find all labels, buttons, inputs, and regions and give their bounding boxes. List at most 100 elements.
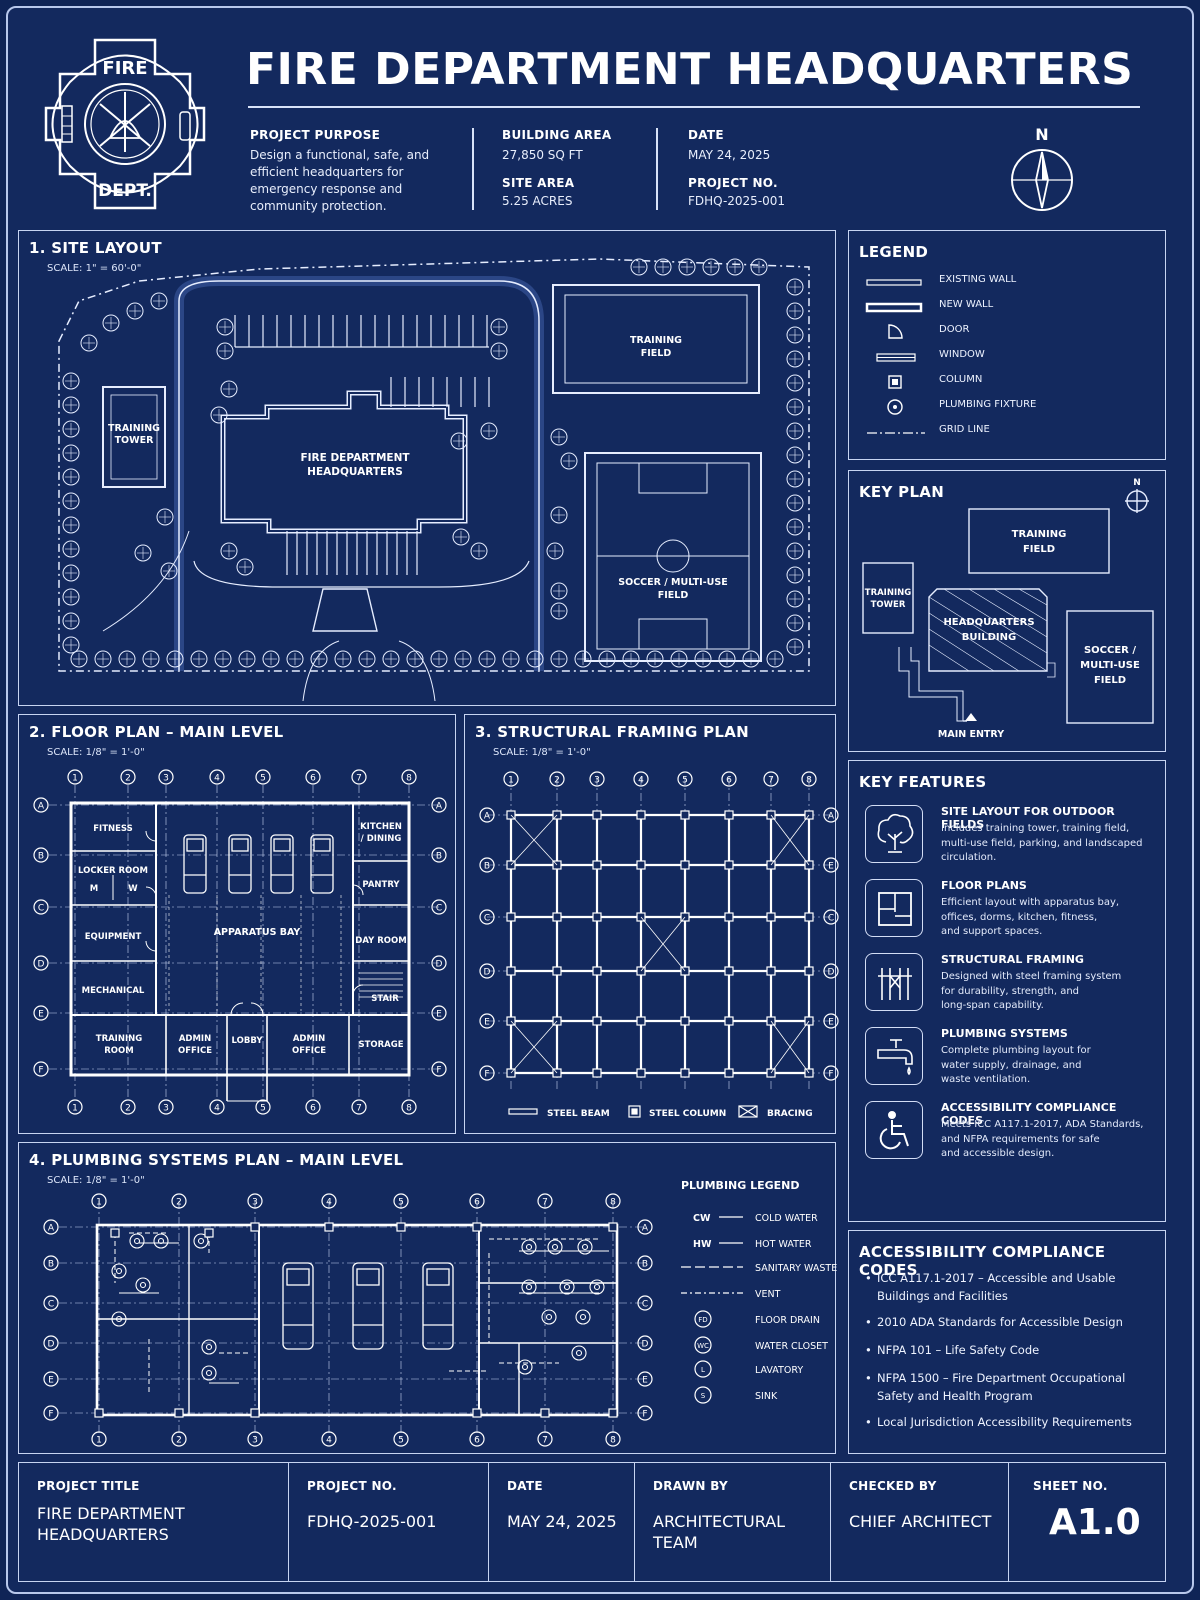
site-soccer-label: FIELD: [658, 590, 689, 601]
key-training-field-label: TRAINING: [1012, 529, 1067, 540]
tree-icon: [550, 506, 568, 524]
room-fitness: FITNESS: [93, 824, 133, 834]
tree-icon: [210, 406, 228, 424]
purpose-block: PROJECT PURPOSE Design a functional, saf…: [250, 128, 460, 215]
steel-column: [636, 860, 646, 870]
plumbing-fixture-icon: [139, 1281, 147, 1289]
struct-legend-column: STEEL COLUMN: [649, 1109, 726, 1119]
tree-icon: [786, 278, 804, 296]
grid-bubble-row: [823, 909, 839, 925]
plumbing-legend-symbol: CW: [693, 1213, 711, 1224]
grid-bubble-row: [823, 1013, 839, 1029]
plumbing-fixture-icon: [694, 1386, 712, 1404]
grid-bubble-row: [33, 1061, 49, 1077]
column-icon: [540, 1408, 550, 1418]
grid-bubble-col: [401, 769, 417, 785]
room-day-room: DAY ROOM: [355, 936, 406, 946]
plumbing-fixture-icon: [135, 1277, 151, 1293]
structural-plan-scale: SCALE: 1/8" = 1'-0": [493, 747, 591, 758]
grid-bubble-row: [479, 1065, 495, 1081]
grid-bubble-row-label: E: [484, 1018, 490, 1028]
grid-bubble-col: [393, 1431, 409, 1447]
grid-bubble-col: [605, 1431, 621, 1447]
feature-line: Meets ICC A117.1-2017, ADA Standards,: [941, 1119, 1144, 1130]
tree-icon: [220, 542, 238, 560]
room-admin-office-2: OFFICE: [292, 1046, 326, 1056]
plumbing-fixture-icon: [521, 1239, 537, 1255]
plumbing-fixture-icon: [197, 1237, 205, 1245]
feature-title: FLOOR PLANS: [941, 879, 1027, 892]
wheelchair-icon: [879, 1111, 909, 1150]
grid-bubble-col: [589, 771, 605, 787]
struct-legend-bracing: BRACING: [767, 1109, 813, 1119]
room-mechanical: MECHANICAL: [82, 986, 145, 996]
steel-column: [592, 1068, 602, 1078]
title-underline: [248, 106, 1140, 108]
grid-bubble-row: [479, 963, 495, 979]
plumbing-fixture-icon: [115, 1267, 123, 1275]
room-locker: LOCKER ROOM: [78, 866, 148, 876]
tree-icon: [786, 542, 804, 560]
tree-icon: [526, 650, 544, 668]
title-block: PROJECT TITLE FIRE DEPARTMENT HEADQUARTE…: [18, 1462, 1166, 1582]
tree-icon: [156, 508, 174, 526]
key-soccer-label: SOCCER /: [1084, 645, 1136, 656]
grid-bubble-row-label: F: [38, 1066, 43, 1076]
purpose-line: community protection.: [250, 199, 387, 213]
tree-icon: [190, 650, 208, 668]
tree-icon: [694, 650, 712, 668]
tb-checked-label: CHECKED BY: [849, 1479, 937, 1493]
plumbing-legend-label: SANITARY WASTE: [755, 1263, 837, 1274]
grid-bubble-col: [158, 769, 174, 785]
grid-bubble-row: [479, 909, 495, 925]
grid-bubble-col: [247, 1193, 263, 1209]
grid-bubble-row: [33, 955, 49, 971]
tree-icon: [478, 650, 496, 668]
grid-bubble-row: [43, 1255, 59, 1271]
area-block: BUILDING AREA 27,850 SQ FT SITE AREA 5.2…: [502, 128, 652, 210]
plumbing-legend-symbol: HW: [693, 1239, 712, 1250]
tree-icon: [546, 542, 564, 560]
grid-bubble-row: [431, 1061, 447, 1077]
grid-bubble-row: [431, 797, 447, 813]
grid-bubble-col: [67, 1099, 83, 1115]
tree-icon: [382, 650, 400, 668]
steel-column: [636, 1016, 646, 1026]
column-icon: [204, 1228, 214, 1238]
tree-icon: [62, 636, 80, 654]
grid-bubble-col-label: 2: [125, 774, 131, 784]
room-lobby: LOBBY: [232, 1036, 264, 1046]
room-training: ROOM: [104, 1046, 133, 1056]
site-training-field-label: TRAINING: [630, 335, 682, 346]
tree-icon: [766, 650, 784, 668]
grid-bubble-col: [120, 769, 136, 785]
steel-column: [804, 912, 814, 922]
grid-bubble-col: [305, 769, 321, 785]
feature-item: SITE LAYOUT FOR OUTDOOR FIELDS Includes …: [849, 801, 1159, 873]
tree-icon: [216, 342, 234, 360]
grid-bubble-col-label: 8: [406, 774, 412, 784]
tree-icon: [490, 318, 508, 336]
steel-column: [592, 1016, 602, 1026]
key-training-tower-label: TRAINING: [865, 588, 911, 598]
steel-frame-icon: [878, 968, 912, 1000]
grid-bubble-col-label: 4: [214, 774, 220, 784]
grid-bubble-row: [823, 963, 839, 979]
plumbing-fixture-icon: [111, 1311, 127, 1327]
grid-bubble-col-label: 3: [252, 1436, 258, 1446]
legend-label: DOOR: [939, 324, 970, 335]
tree-icon: [786, 590, 804, 608]
grid-bubble-row: [43, 1295, 59, 1311]
site-layout-panel: 1. SITE LAYOUT SCALE: 1" = 60'-0": [18, 230, 836, 706]
legend-label: COLUMN: [939, 374, 983, 385]
legend-item: COLUMN: [849, 371, 1159, 397]
grid-bubble-col-label: 5: [260, 774, 266, 784]
grid-bubble-col-label: 1: [96, 1436, 102, 1446]
steel-column: [636, 966, 646, 976]
tree-icon: [646, 650, 664, 668]
tree-icon: [550, 582, 568, 600]
north-arrow-icon: N: [1011, 125, 1073, 211]
grid-bubble-col-label: 4: [214, 1104, 220, 1114]
tree-icon: [718, 650, 736, 668]
